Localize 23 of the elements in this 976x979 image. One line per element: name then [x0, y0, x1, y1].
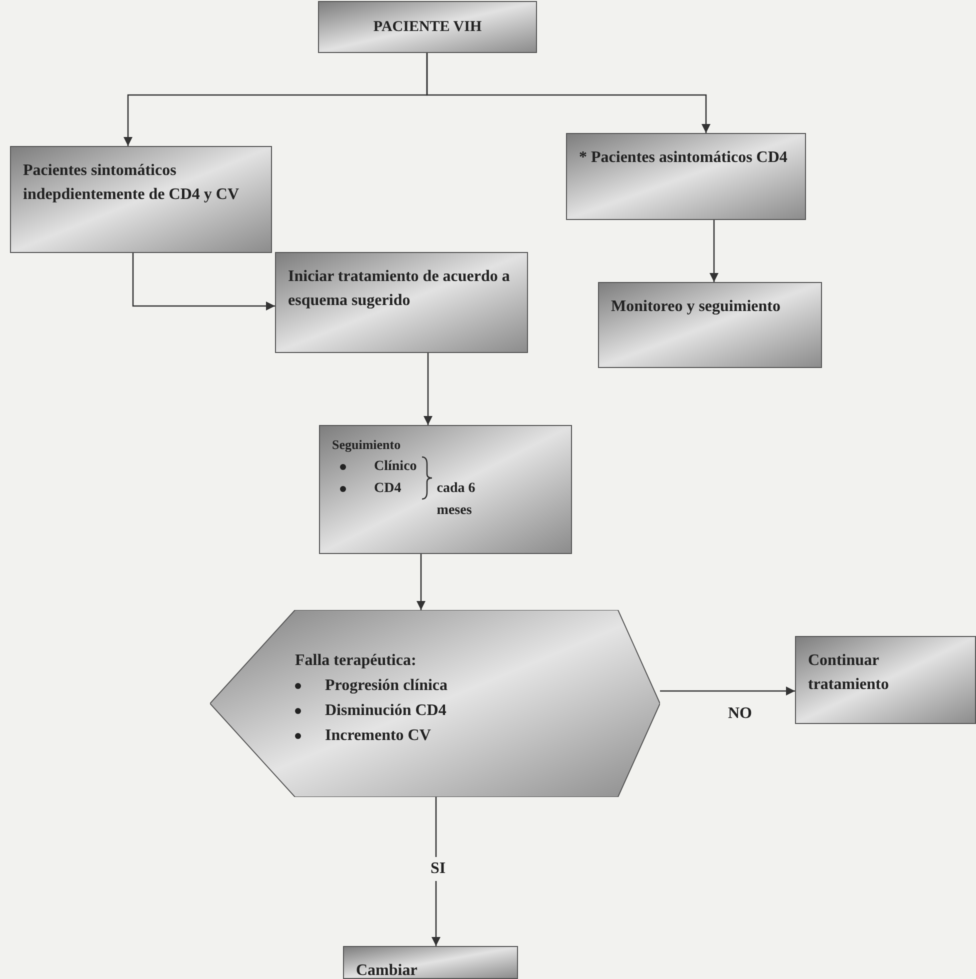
- process-box: Continuar tratamiento: [795, 636, 976, 724]
- bullet-item: Disminución CD4: [324, 701, 446, 721]
- arrow: [660, 686, 795, 696]
- process-box: PACIENTE VIH: [318, 1, 537, 53]
- arrow: [416, 554, 426, 610]
- decision-heading: Falla terapéutica:: [295, 651, 418, 671]
- process-box: [319, 425, 572, 554]
- interval-text: cada 6 meses: [436, 480, 476, 520]
- bullet-item: Clínico: [373, 458, 417, 476]
- bullet-item: CD4: [373, 480, 402, 498]
- arrow: [432, 797, 440, 946]
- arrow: [710, 220, 718, 282]
- bullet-item: Incremento CV: [324, 726, 431, 746]
- arrow: [132, 253, 275, 310]
- process-box: Cambiar: [343, 946, 518, 979]
- arrow: [426, 53, 710, 133]
- process-box: Iniciar tratamiento de acuerdo a esquema sugerido: [275, 252, 528, 353]
- process-box: * Pacientes asintomáticos CD4: [566, 133, 806, 220]
- box-heading: Seguimiento: [332, 436, 402, 454]
- arrow: [424, 353, 432, 425]
- bullet-item: Progresión clínica: [324, 676, 448, 696]
- process-box: Monitoreo y seguimiento: [598, 282, 822, 368]
- process-box: Pacientes sintomáticos indepdientemente de CD4 y CV: [10, 146, 272, 253]
